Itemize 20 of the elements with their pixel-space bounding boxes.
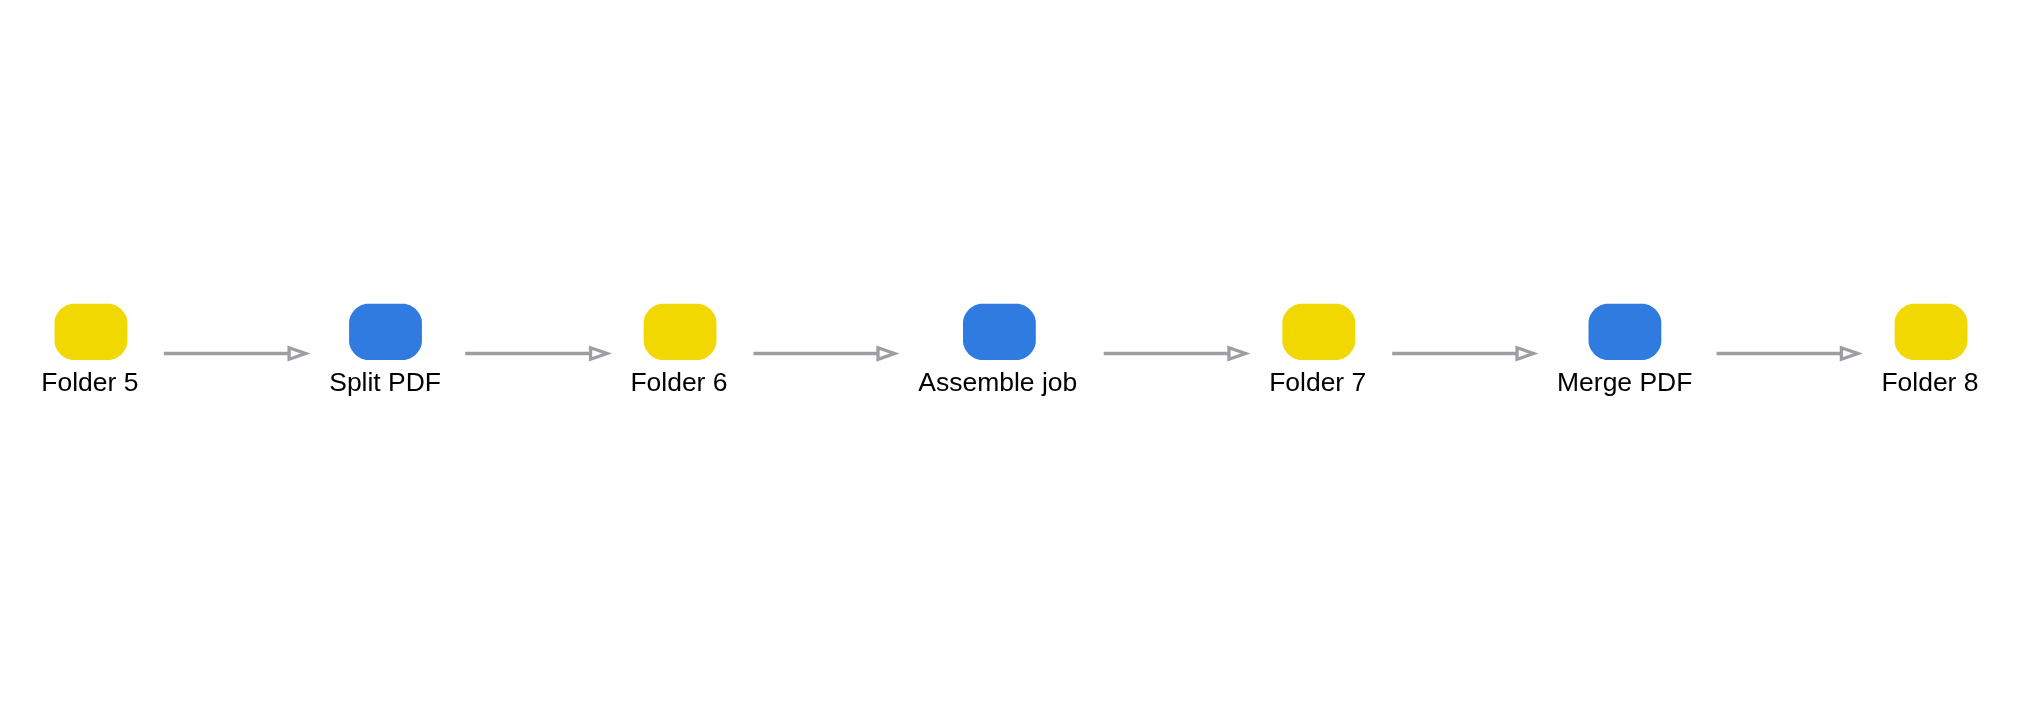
node-label: Split PDF <box>329 366 442 397</box>
node-box <box>54 303 128 360</box>
node-label: Assemble job <box>918 366 1078 397</box>
node-label: Folder 6 <box>630 366 728 397</box>
node-label: Merge PDF <box>1557 366 1693 397</box>
arrow <box>1103 344 1251 362</box>
arrow <box>163 344 311 362</box>
node-box <box>963 303 1036 360</box>
node-box <box>1894 303 1968 360</box>
arrow <box>753 344 900 362</box>
arrow <box>1716 344 1863 362</box>
arrow <box>465 344 613 362</box>
node-box <box>1588 303 1662 360</box>
arrow <box>1392 344 1539 362</box>
node-label: Folder 8 <box>1881 366 1979 397</box>
node-box <box>349 303 422 360</box>
node-label: Folder 5 <box>41 366 139 397</box>
node-box <box>1282 303 1356 360</box>
node-label: Folder 7 <box>1269 366 1367 397</box>
node-box <box>643 303 717 360</box>
